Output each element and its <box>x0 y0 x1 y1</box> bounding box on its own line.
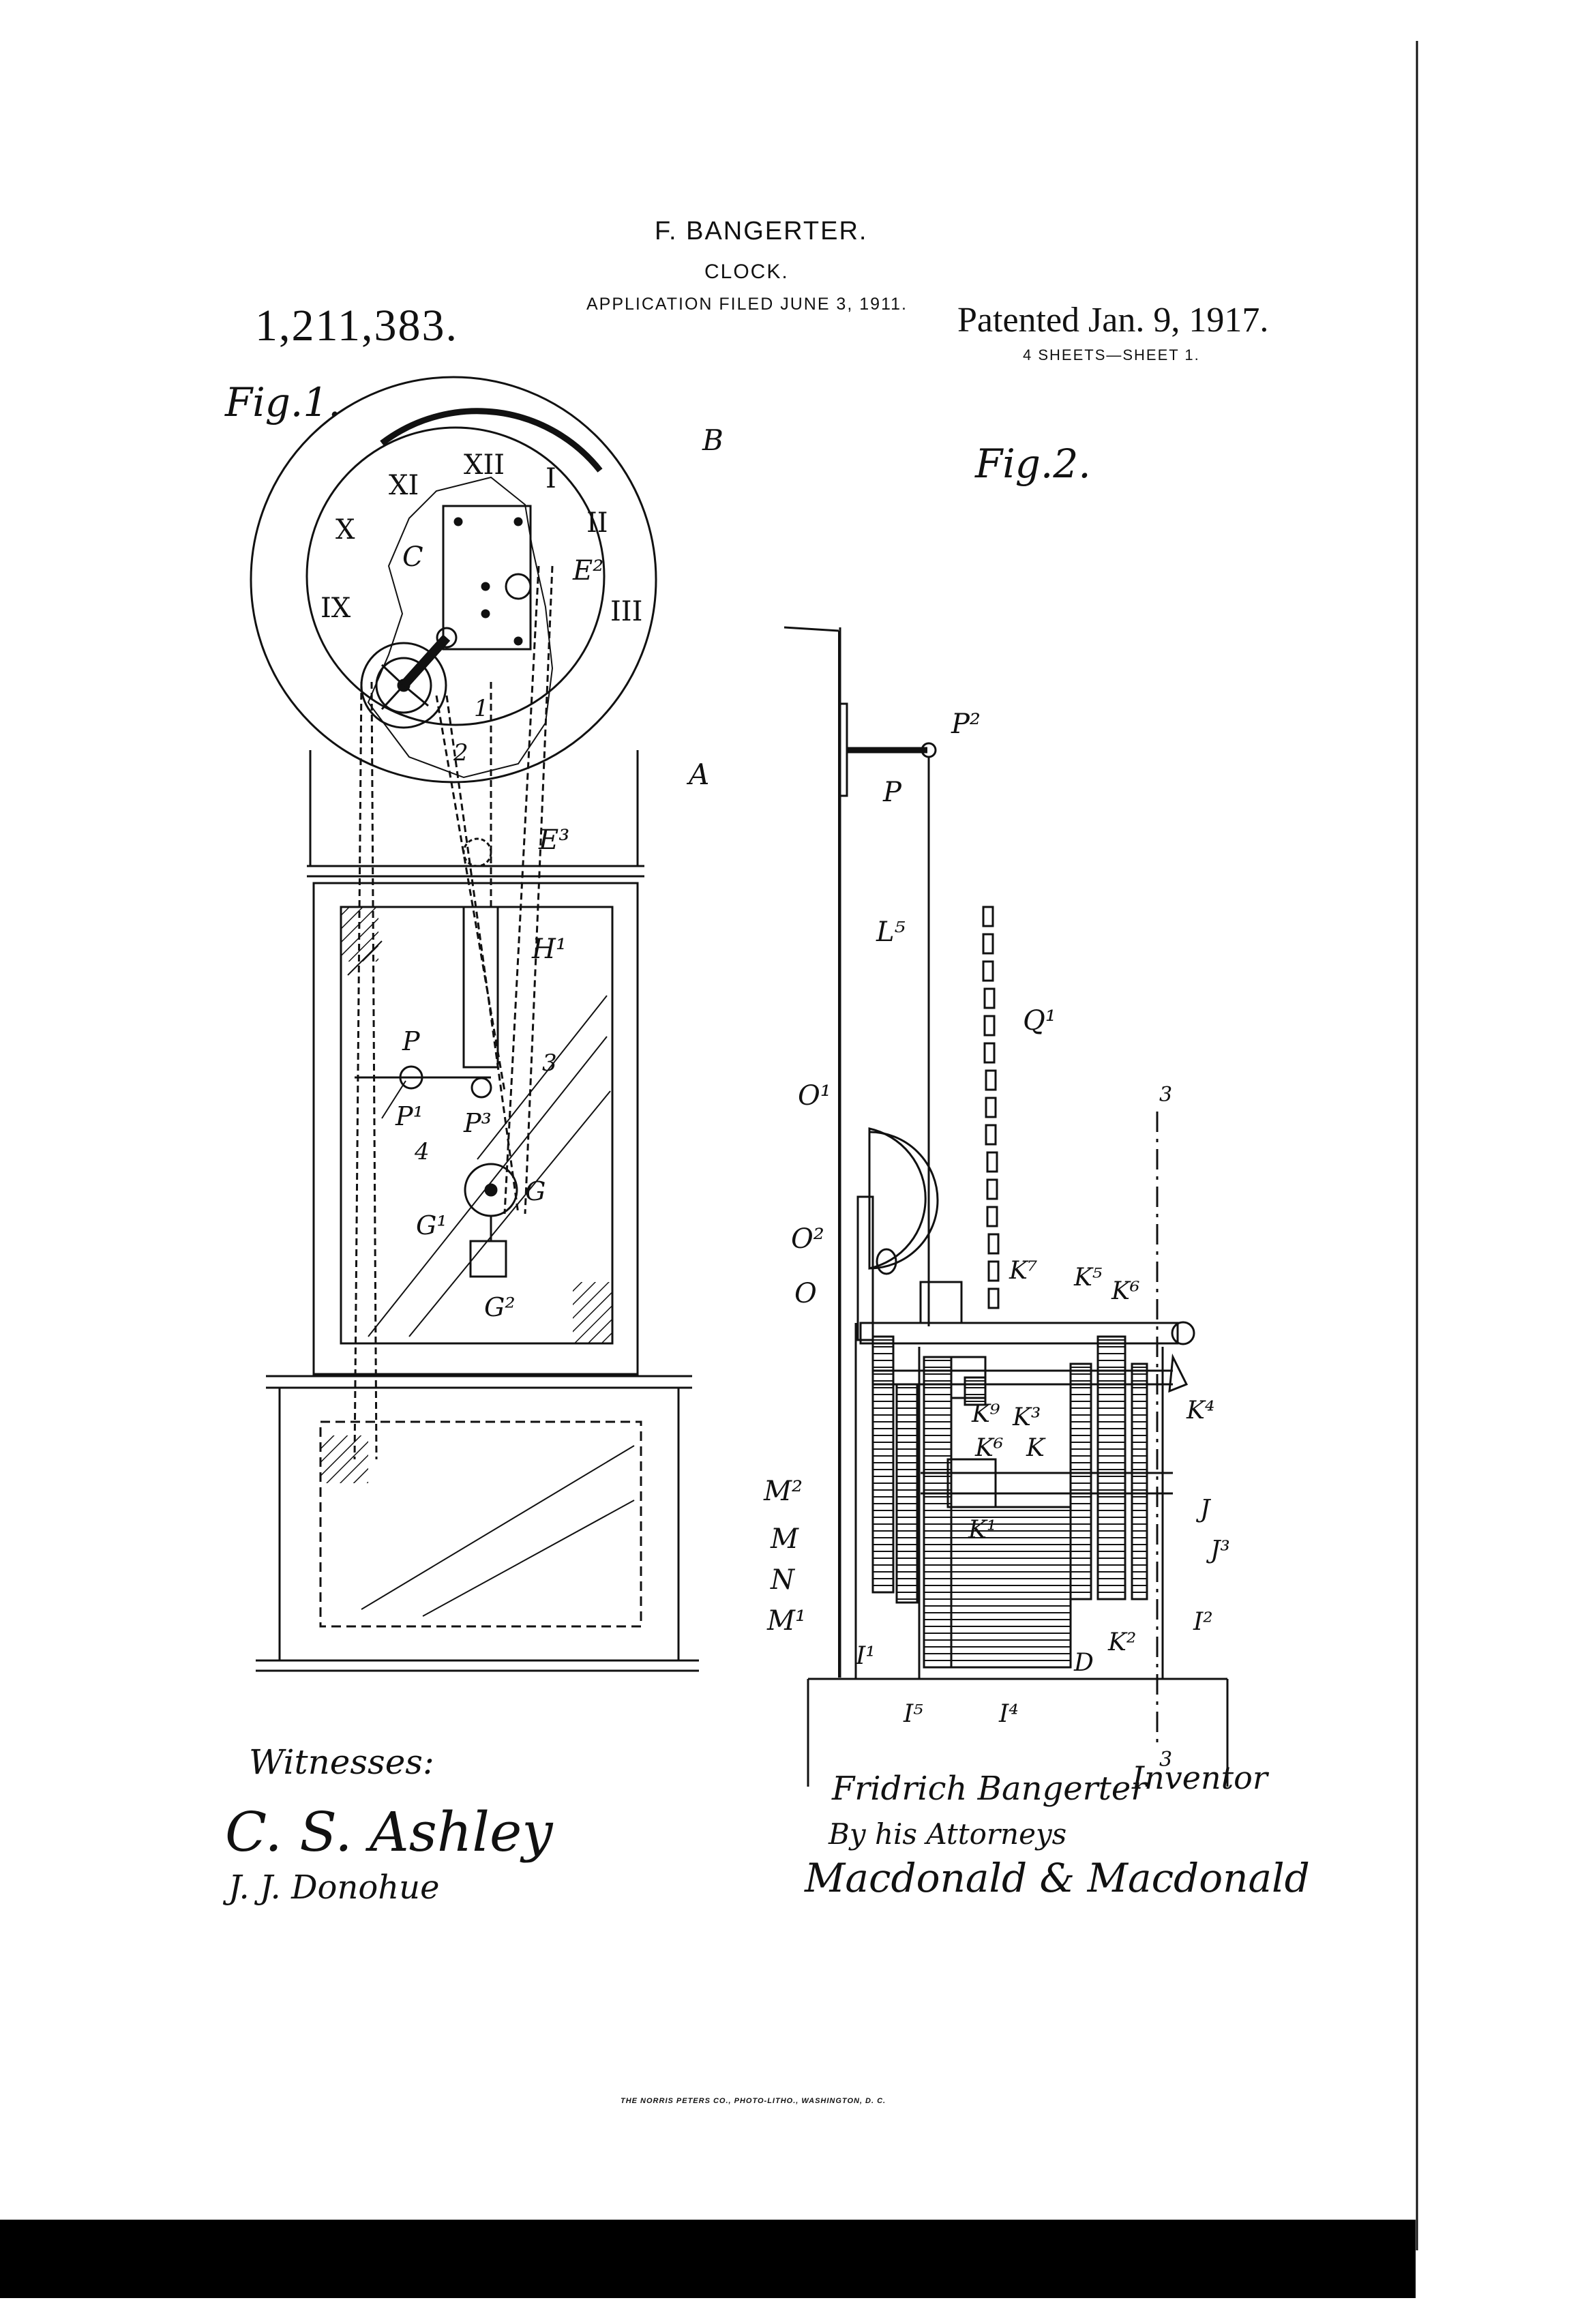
ref-J3: J³ <box>1206 1536 1230 1564</box>
dial-numerals: XII I II III XI X IX <box>320 449 642 627</box>
figure-1 <box>251 377 699 1671</box>
numeral-x: X <box>335 514 355 546</box>
chain-Q1 <box>983 907 998 1308</box>
ref-J: J <box>1195 1495 1212 1523</box>
numeral-ix: IX <box>320 593 351 624</box>
figure-2 <box>784 627 1227 1787</box>
ref-K6b: K⁶ <box>974 1434 1003 1462</box>
ref-I2: I² <box>1193 1608 1213 1636</box>
ref-P3: P³ <box>463 1108 492 1138</box>
ref-N: N <box>770 1564 796 1596</box>
upper-plate <box>861 1323 1178 1343</box>
sector-O1 <box>869 1129 925 1268</box>
ref-B: B <box>702 423 723 457</box>
printer-credit: THE NORRIS PETERS CO., PHOTO-LITHO., WAS… <box>621 2097 886 2105</box>
ref-I4: I⁴ <box>998 1700 1019 1728</box>
numeral-xi: XI <box>389 470 419 501</box>
ref-M1: M¹ <box>766 1605 806 1637</box>
ref-K4: K⁴ <box>1186 1397 1214 1425</box>
ref-G1: G¹ <box>416 1210 447 1240</box>
ref-E3: E³ <box>538 824 569 856</box>
pendulum-rod <box>464 907 498 1067</box>
ref-P-fig2: P <box>882 777 902 808</box>
witnesses-label: Witnesses: <box>249 1742 434 1782</box>
inventor-signature: Fridrich Bangerter <box>832 1770 1146 1808</box>
ref-G: G <box>525 1176 546 1206</box>
bottom-scan-band <box>0 2220 1416 2298</box>
ref-P2: P² <box>951 709 981 740</box>
case-base <box>280 1388 678 1660</box>
attorneys-signature: Macdonald & Macdonald <box>805 1855 1310 1901</box>
ref-K9: K⁹ <box>971 1400 1000 1428</box>
fig1-label: Fig.1. <box>224 379 341 426</box>
ref-H1: H¹ <box>531 934 567 965</box>
ref-I1: I¹ <box>855 1642 876 1670</box>
numeral-i: I <box>546 463 556 494</box>
ref-O: O <box>794 1278 817 1309</box>
ref-K2: K² <box>1107 1628 1136 1656</box>
clock-dial-ring <box>307 428 604 725</box>
numeral-ii: II <box>586 507 608 539</box>
witness-signature-1: C. S. Ashley <box>225 1800 553 1864</box>
ref-2: 2 <box>453 739 468 766</box>
numeral-iii: III <box>610 596 642 627</box>
ref-K: K <box>1026 1434 1046 1462</box>
by-attorneys: By his Attorneys <box>829 1817 1066 1851</box>
ref-K7: K⁷ <box>1009 1257 1037 1285</box>
ref-P: P <box>402 1026 421 1056</box>
ref-section-3-top: 3 <box>1159 1083 1172 1107</box>
ref-A: A <box>686 758 709 791</box>
ref-K5: K⁵ <box>1073 1264 1102 1292</box>
ref-M2: M² <box>763 1476 803 1507</box>
ref-L5: L⁵ <box>876 917 906 948</box>
weight-G2 <box>471 1241 506 1277</box>
ref-O1: O¹ <box>798 1080 831 1112</box>
ref-M: M <box>770 1523 799 1555</box>
ref-4: 4 <box>414 1138 430 1165</box>
ref-K6a: K⁶ <box>1111 1277 1139 1305</box>
chains <box>355 566 552 1459</box>
numeral-xii: XII <box>464 449 505 481</box>
movement-plate <box>443 506 531 649</box>
ref-P1: P¹ <box>395 1101 423 1131</box>
ref-O2: O² <box>791 1223 824 1255</box>
ref-3: 3 <box>542 1049 557 1077</box>
ref-D: D <box>1073 1649 1094 1677</box>
ref-G2: G² <box>484 1292 516 1322</box>
base-panel <box>320 1422 641 1626</box>
ref-I5: I⁵ <box>903 1700 923 1728</box>
ref-1: 1 <box>474 695 489 722</box>
inventor-label: Inventor <box>1132 1759 1268 1796</box>
ref-C: C <box>402 541 423 573</box>
witness-signature-2: J. J. Donohue <box>228 1868 440 1907</box>
fig2-label: Fig.2. <box>974 441 1091 487</box>
ref-E2: E² <box>572 555 603 586</box>
ref-K1: K¹ <box>968 1516 996 1544</box>
ref-Q1: Q¹ <box>1023 1005 1056 1037</box>
ref-K3: K³ <box>1012 1403 1041 1431</box>
